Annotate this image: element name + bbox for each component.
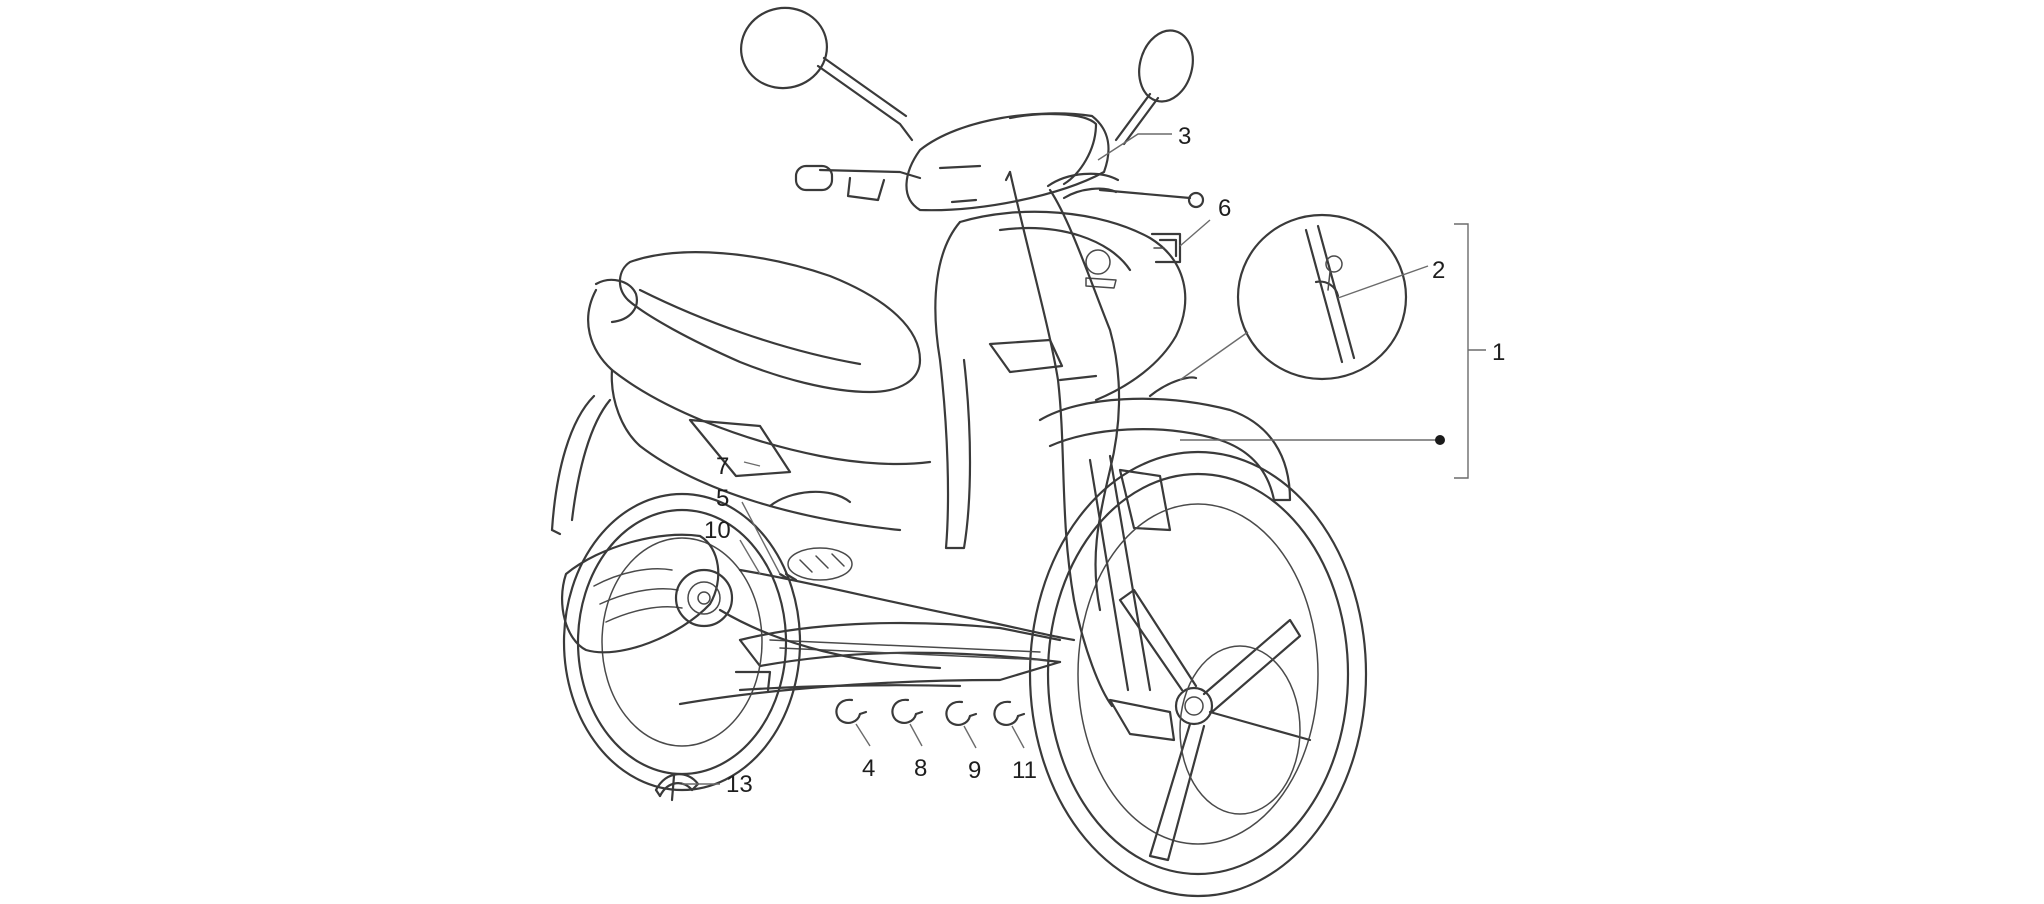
callouts: 1 2 3 6 7 5 10 <box>682 123 1505 798</box>
callout-1: 1 <box>1180 223 1505 479</box>
retaining-clip-9 <box>945 700 978 726</box>
callout-11: 11 <box>1011 725 1037 784</box>
front-leg-shield <box>934 210 1187 550</box>
callout-7: 8 <box>909 723 927 782</box>
cable-assembly <box>738 170 1121 708</box>
callout-label-13: 13 <box>726 771 753 798</box>
floorboard <box>678 621 1062 706</box>
callout-label-11: 11 <box>1012 757 1037 784</box>
callout-8: 7 <box>716 453 761 480</box>
retaining-clip-11 <box>993 700 1026 726</box>
callout-2: 2 <box>1337 257 1445 299</box>
callout-label-6: 6 <box>1218 195 1231 222</box>
rear-hub <box>674 568 962 692</box>
retaining-clip-4 <box>835 698 868 724</box>
cable-clip-part <box>1150 232 1182 264</box>
callout-6: 6 <box>1179 195 1231 247</box>
muffler <box>561 533 720 654</box>
rear-mudguard <box>550 394 612 536</box>
callout-label-8: 7 <box>716 453 729 480</box>
callout-label-7: 8 <box>914 755 927 782</box>
left-mirror <box>739 6 914 142</box>
rear-wheel <box>562 492 802 792</box>
callout-label-9: 9 <box>968 757 981 784</box>
callout-5: 5 <box>716 485 781 575</box>
callout-4: 4 <box>855 723 875 782</box>
callout-10: 10 <box>704 517 761 575</box>
callout-9: 9 <box>963 725 981 784</box>
front-wheel <box>1028 450 1368 898</box>
callout-label-2: 2 <box>1432 257 1445 284</box>
callout-3: 3 <box>1097 123 1191 161</box>
callout-label-5: 5 <box>716 485 729 512</box>
callout-13: 13 <box>682 771 753 798</box>
callout-label-3: 3 <box>1178 123 1191 150</box>
right-mirror <box>1114 29 1194 146</box>
scooter-illustration <box>550 6 1408 898</box>
callout-label-10: 10 <box>704 517 731 544</box>
seat <box>594 251 922 394</box>
rear-body-panel <box>587 288 932 581</box>
callout-label-1: 1 <box>1492 339 1505 366</box>
cable-detail-inset <box>1179 213 1408 381</box>
handlebar <box>794 112 1205 212</box>
callout-label-4: 4 <box>862 755 875 782</box>
retaining-clip-7 <box>891 698 924 724</box>
front-fender <box>1038 376 1292 502</box>
clamp-13-part <box>654 773 700 802</box>
